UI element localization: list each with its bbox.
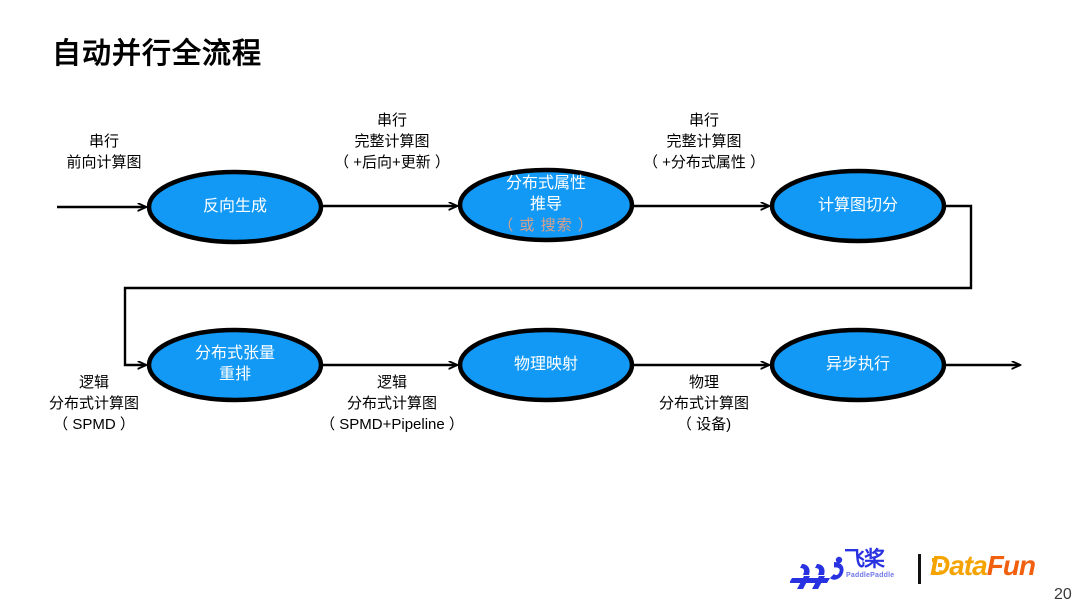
edge-label-line: 逻辑 xyxy=(376,374,407,391)
paddlepaddle-mark-icon xyxy=(790,556,844,589)
node-ellipse-tensor-resharding[interactable] xyxy=(146,327,324,403)
edge-label-logical-dist-graph-spmd-pipeline: 逻辑 分布式计算图 （ SPMD+Pipeline ） xyxy=(282,372,502,435)
node-ellipse-graph-partition[interactable] xyxy=(769,168,947,244)
edge-label-serial-full-graph-dist-attr: 串行 完整计算图 （ +分布式属性 ） xyxy=(604,110,804,173)
edge-label-line: 串行 xyxy=(376,112,407,129)
page-number: 20 xyxy=(1054,586,1072,603)
datafun-text-data: Data xyxy=(930,550,988,581)
edge-label-physical-dist-graph-device: 物理 分布式计算图 （ 设备) xyxy=(614,372,794,435)
edge-label-line: 串行 xyxy=(88,133,119,150)
edge-n3-n4 xyxy=(123,204,973,365)
edge-label-line: 完整计算图 xyxy=(354,133,430,150)
datafun-text-fun: Fun xyxy=(986,550,1036,581)
footer-branding: 飞桨 PaddlePaddle DataFun 20 xyxy=(782,546,1072,603)
node-ellipse-backward-generation[interactable] xyxy=(146,169,324,245)
logo-divider xyxy=(918,554,921,584)
edge-label-line: 分布式计算图 xyxy=(658,395,749,412)
edge-label-line: 前向计算图 xyxy=(66,154,142,171)
edge-label-serial-full-graph-backward: 串行 完整计算图 （ +后向+更新 ） xyxy=(292,110,492,173)
edge-label-line: （ 设备) xyxy=(676,416,732,433)
edge-label-line: 分布式计算图 xyxy=(346,395,437,412)
node-ellipse-dist-attr-inference[interactable] xyxy=(457,167,635,243)
edge-label-line: 完整计算图 xyxy=(666,133,742,150)
node-ellipse-physical-mapping[interactable] xyxy=(457,327,635,403)
edge-label-line: （ +分布式属性 ） xyxy=(642,154,766,171)
edge-label-line: 分布式计算图 xyxy=(48,395,139,412)
node-ellipse-async-execution[interactable] xyxy=(769,327,947,403)
paddlepaddle-wordmark: PaddlePaddle xyxy=(846,572,895,579)
edge-label-line: 逻辑 xyxy=(78,374,109,391)
datafun-logo-text: DataFun xyxy=(930,550,1036,582)
edge-label-line: 串行 xyxy=(688,112,719,129)
edge-label-logical-dist-graph-spmd: 逻辑 分布式计算图 （ SPMD ） xyxy=(4,372,184,435)
datafun-dots-icon xyxy=(932,556,947,575)
edge-label-line: （ SPMD ） xyxy=(53,416,135,433)
edge-label-line: 物理 xyxy=(688,374,719,391)
paddle-logo-text: 飞桨 xyxy=(844,548,885,571)
edge-label-line: （ +后向+更新 ） xyxy=(334,154,450,171)
edge-label-serial-forward-graph: 串行 前向计算图 xyxy=(14,131,194,173)
edge-label-line: （ SPMD+Pipeline ） xyxy=(320,416,464,433)
page-title: 自动并行全流程 xyxy=(52,38,263,70)
